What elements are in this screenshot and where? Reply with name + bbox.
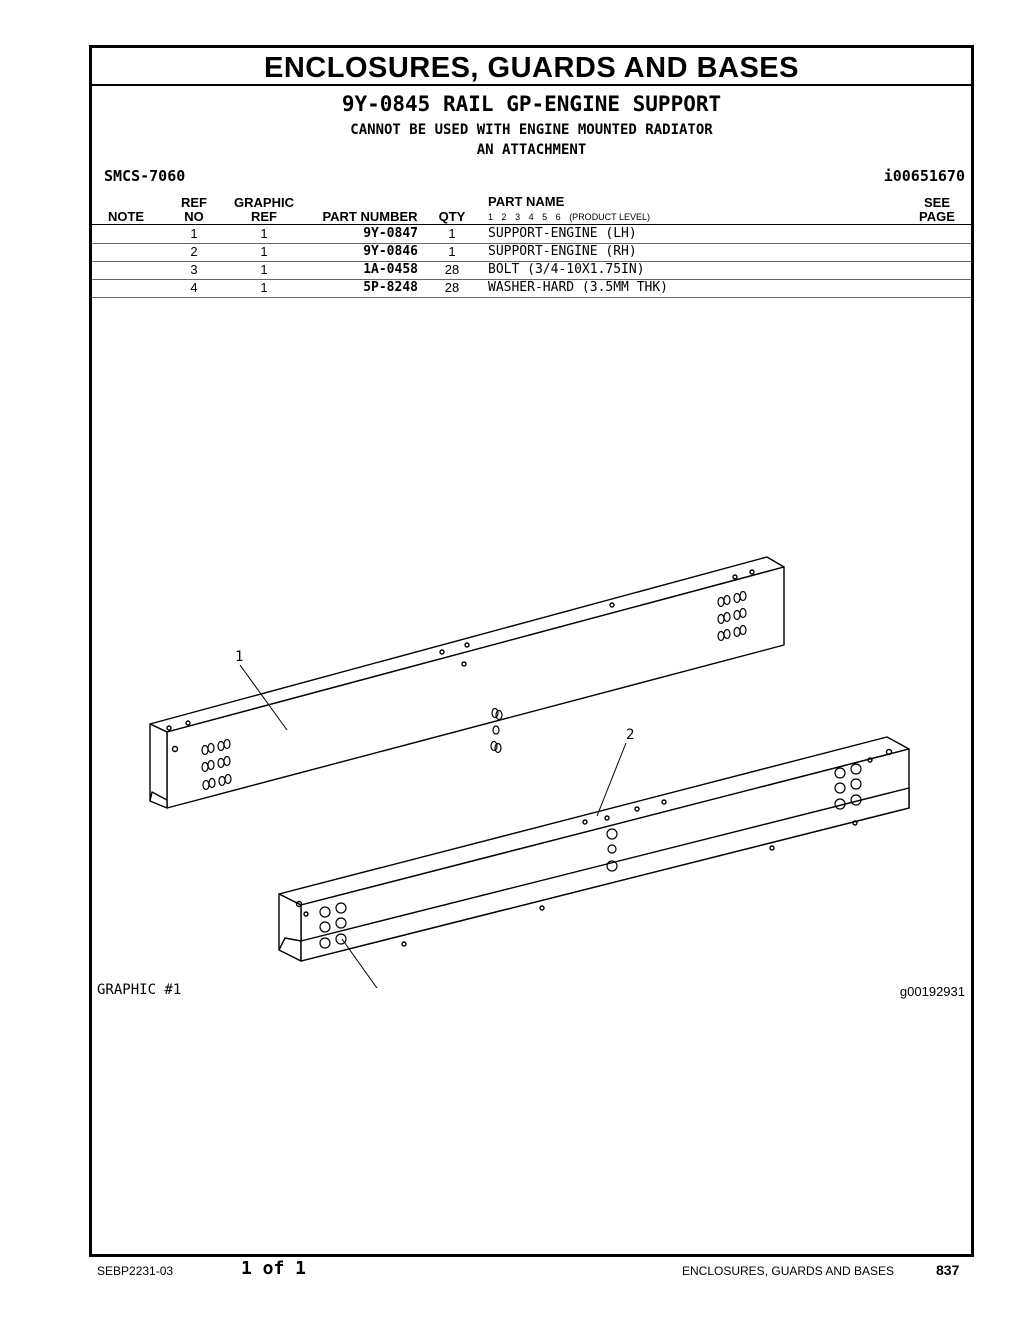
table-row: 4 1 5P-8248 28 WASHER-HARD (3.5MM THK) bbox=[92, 279, 971, 298]
page-title: ENCLOSURES, GUARDS AND BASES bbox=[264, 52, 799, 84]
footer-page-count: 1 of 1 bbox=[241, 1258, 307, 1279]
smcs-code: SMCS-7060 bbox=[104, 167, 186, 185]
product-levels: 1 2 3 4 5 6 (PRODUCT LEVEL) bbox=[488, 212, 651, 222]
title-bar: ENCLOSURES, GUARDS AND BASES bbox=[92, 48, 971, 86]
table-row: 3 1 1A-0458 28 BOLT (3/4-10X1.75IN) bbox=[92, 261, 971, 280]
callout-1: 1 bbox=[235, 649, 243, 665]
page-frame: ENCLOSURES, GUARDS AND BASES 9Y-0845 RAI… bbox=[89, 45, 974, 1257]
column-part-number: PART NUMBER bbox=[322, 209, 418, 224]
part-number: 9Y-0846 bbox=[363, 244, 418, 259]
footer-doc-number: SEBP2231-03 bbox=[97, 1264, 174, 1278]
parts-illustration: 1 2 3-4 bbox=[149, 556, 910, 988]
column-qty: QTY bbox=[438, 209, 466, 224]
column-part-name: PART NAME bbox=[488, 194, 565, 209]
footer-page-number: 837 bbox=[936, 1262, 960, 1278]
part-number: 5P-8248 bbox=[363, 280, 418, 295]
graphic-id: g00192931 bbox=[899, 984, 965, 999]
part-number: 9Y-0847 bbox=[363, 226, 418, 241]
part-name: SUPPORT-ENGINE (LH) bbox=[488, 226, 637, 241]
column-ref-no: REF NO bbox=[181, 195, 207, 224]
callout-2: 2 bbox=[626, 727, 634, 743]
group-note: AN ATTACHMENT bbox=[476, 142, 587, 158]
footer-section: ENCLOSURES, GUARDS AND BASES bbox=[682, 1264, 895, 1278]
column-see-page: SEE PAGE bbox=[919, 195, 955, 224]
table-row: 1 1 9Y-0847 1 SUPPORT-ENGINE (LH) bbox=[92, 225, 971, 244]
column-graphic-ref: GRAPHIC REF bbox=[234, 195, 294, 224]
rail-rh-drawing bbox=[278, 736, 910, 962]
column-note: NOTE bbox=[107, 209, 145, 224]
group-name: RAIL GP-ENGINE SUPPORT bbox=[443, 92, 722, 116]
group-note: CANNOT BE USED WITH ENGINE MOUNTED RADIA… bbox=[350, 122, 713, 138]
part-name: WASHER-HARD (3.5MM THK) bbox=[488, 280, 669, 295]
part-number: 1A-0458 bbox=[363, 262, 418, 277]
graphic-label: GRAPHIC #1 bbox=[97, 982, 182, 998]
header-rule bbox=[92, 224, 971, 225]
group-title: 9Y-0845 RAIL GP-ENGINE SUPPORT bbox=[92, 92, 971, 116]
illustration-id: i00651670 bbox=[883, 167, 965, 185]
rail-lh-drawing bbox=[149, 556, 785, 809]
part-name: BOLT (3/4-10X1.75IN) bbox=[488, 262, 645, 277]
group-number: 9Y-0845 bbox=[341, 92, 431, 116]
table-row: 2 1 9Y-0846 1 SUPPORT-ENGINE (RH) bbox=[92, 243, 971, 262]
part-name: SUPPORT-ENGINE (RH) bbox=[488, 244, 637, 259]
